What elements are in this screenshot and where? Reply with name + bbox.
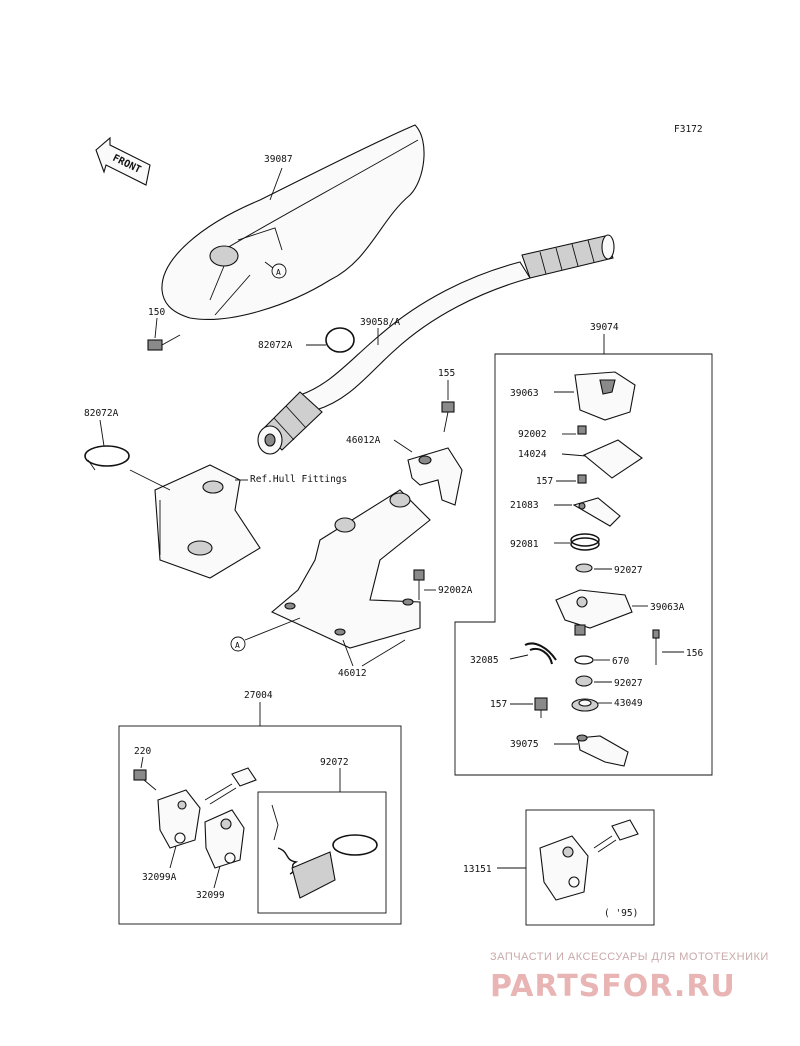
handlebar-39058a — [257, 234, 615, 455]
group-box-39074 — [454, 353, 713, 776]
screw-157-top — [577, 474, 587, 484]
lever-21083 — [572, 497, 621, 527]
year-note: ( '95) — [604, 908, 638, 919]
label-27004: 27004 — [244, 690, 273, 701]
label-150: 150 — [148, 307, 165, 318]
label-39075: 39075 — [510, 739, 539, 750]
lever-39075 — [576, 734, 629, 767]
screw-92002 — [577, 425, 587, 435]
label-46012: 46012 — [338, 668, 367, 679]
label-92072: 92072 — [320, 757, 349, 768]
ref-marker-a — [271, 263, 287, 279]
bolt-156 — [652, 629, 660, 665]
switch-32099a — [157, 789, 201, 849]
label-157-top: 157 — [536, 476, 553, 487]
label-43049: 43049 — [614, 698, 643, 709]
label-39063a: 39063A — [650, 602, 685, 613]
label-157-bot: 157 — [490, 699, 507, 710]
ref-marker-a-text: A — [276, 268, 281, 277]
label-32099: 32099 — [196, 890, 225, 901]
label-13151: 13151 — [463, 864, 492, 875]
watermark-subtitle: ЗАПЧАСТИ И АКСЕССУАРЫ ДЛЯ МОТОТЕХНИКИ — [490, 951, 769, 963]
washer-92027-bottom — [575, 675, 593, 687]
case-39063a — [555, 589, 633, 636]
hull-bracket — [154, 464, 261, 579]
screw-220 — [133, 769, 157, 791]
clamp-46012a — [407, 447, 463, 506]
ref-marker-a2-text: A — [235, 641, 240, 650]
label-39058a: 39058/A — [360, 317, 400, 328]
label-39074: 39074 — [590, 322, 619, 333]
ref-marker-a2 — [230, 636, 246, 652]
label-21083: 21083 — [510, 500, 539, 511]
label-220: 220 — [134, 746, 151, 757]
washer-92027-top — [575, 563, 593, 573]
watermark-brand: PARTSFOR.RU — [490, 969, 736, 1004]
bolt-92002a — [413, 569, 425, 600]
handle-pole-cover — [161, 124, 425, 320]
band-82072a-top — [325, 327, 355, 353]
label-92081: 92081 — [510, 539, 539, 550]
label-92027-top: 92027 — [614, 565, 643, 576]
label-32085: 32085 — [470, 655, 499, 666]
group-box-13151 — [525, 809, 655, 926]
label-156: 156 — [686, 648, 703, 659]
label-155: 155 — [438, 368, 455, 379]
ref-hull-fittings: Ref.Hull Fittings — [250, 474, 347, 485]
label-92002: 92002 — [518, 429, 547, 440]
label-82072a-left: 82072A — [84, 408, 119, 419]
switch-32099 — [204, 809, 245, 869]
switch-13151 — [539, 819, 639, 901]
case-39063 — [574, 371, 636, 421]
handle-pole-46012 — [270, 489, 431, 649]
screw-157-bottom — [534, 697, 548, 718]
label-92002a: 92002A — [438, 585, 473, 596]
group-box-92072 — [257, 791, 387, 914]
seal-43049 — [571, 698, 599, 712]
band-82072a-left — [84, 445, 130, 471]
label-39087: 39087 — [264, 154, 293, 165]
cover-14024 — [582, 439, 643, 479]
figure-code: F3172 — [674, 124, 703, 135]
label-670: 670 — [612, 656, 629, 667]
label-92027-bot: 92027 — [614, 678, 643, 689]
cable-32085 — [524, 642, 557, 665]
spring-92081 — [570, 533, 600, 551]
bolt-150 — [147, 334, 181, 351]
connector-switch — [204, 767, 257, 805]
bolt-155 — [441, 401, 455, 433]
front-arrow-icon: FRONT — [95, 136, 151, 186]
label-14024: 14024 — [518, 449, 547, 460]
label-82072a-top: 82072A — [258, 340, 293, 351]
label-46012a: 46012A — [346, 435, 381, 446]
o-ring-670 — [574, 655, 594, 665]
lanyard-clip-92072 — [271, 804, 378, 899]
label-32099a: 32099A — [142, 872, 177, 883]
label-39063: 39063 — [510, 388, 539, 399]
